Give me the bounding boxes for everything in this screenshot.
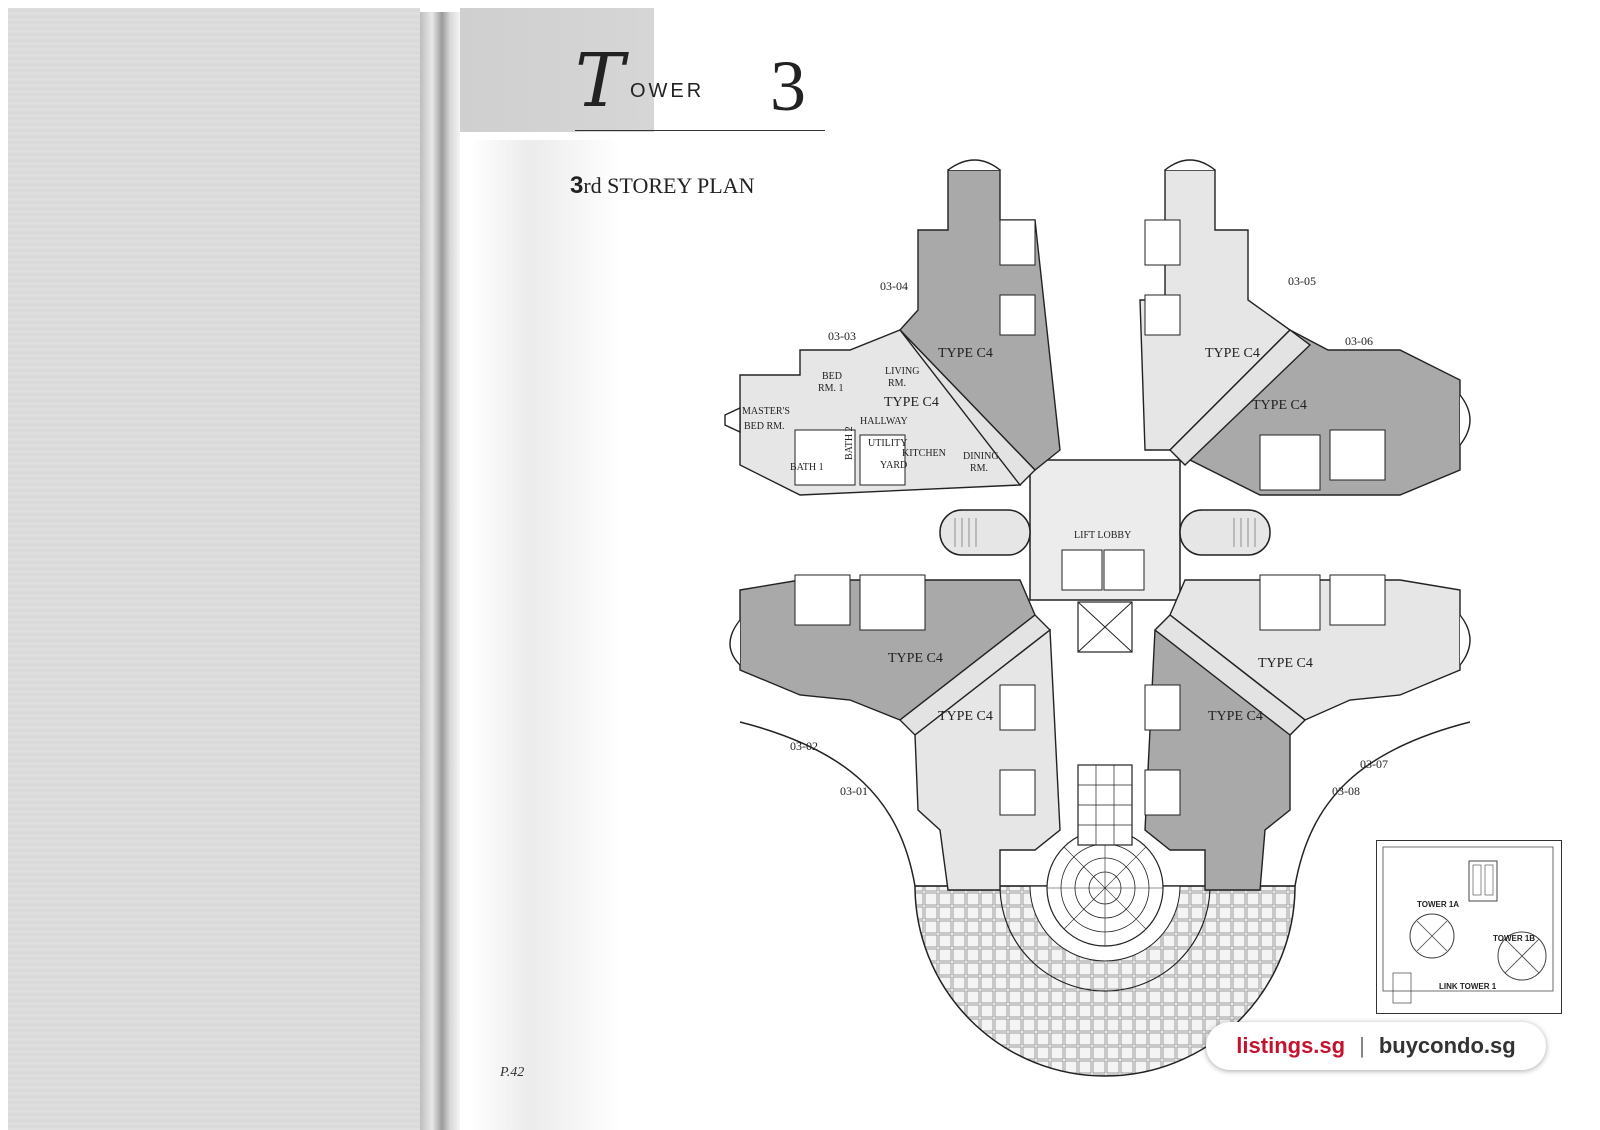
watermark-listings-link[interactable]: listings.sg (1236, 1033, 1346, 1058)
unit-number-03-06: 03-06 (1345, 334, 1373, 348)
unit-number-03-01: 03-01 (840, 784, 868, 798)
watermark-separator: | (1359, 1033, 1365, 1058)
unit-type-label: TYPE C4 (938, 709, 993, 724)
room-label-living: RM. (888, 378, 906, 389)
room-label-yard: YARD (880, 460, 907, 471)
key-plan-drawing: TOWER 1A TOWER 1B LINK TOWER 1 (1382, 846, 1554, 1004)
header-gray-band (460, 8, 654, 132)
plaza-arc-right (1294, 721, 1471, 887)
unit-number-03-07: 03-07 (1360, 757, 1388, 771)
page-title: T OWER 3 (575, 40, 825, 135)
room-label-bed1: RM. 1 (818, 383, 844, 394)
unit-wing-03-08 (1144, 614, 1307, 891)
floor-plan: LIFT LOBBY (724, 159, 1471, 1077)
storey-plan-subtitle: 3rd STOREY PLAN (570, 172, 754, 200)
title-word: OWER (630, 80, 705, 102)
unit-type-label: TYPE C4 (1258, 656, 1313, 671)
unit-type-label: TYPE C4 (1205, 346, 1260, 361)
watermark-badge: listings.sg | buycondo.sg (1206, 1022, 1546, 1070)
title-underline (575, 130, 825, 131)
room-label-dining: DINING (963, 451, 999, 462)
scan-shadow (470, 140, 620, 1130)
watermark-buycondo-link[interactable]: buycondo.sg (1378, 1033, 1516, 1058)
service-blocks (794, 219, 1386, 816)
unit-type-label: TYPE C4 (884, 395, 939, 410)
unit-number-03-04: 03-04 (880, 279, 908, 293)
lift-lobby-label: LIFT LOBBY (1074, 530, 1131, 541)
unit-type-label: TYPE C4 (1252, 398, 1307, 413)
room-label-living: LIVING (885, 366, 919, 377)
storey-number: 3 (570, 172, 584, 199)
room-label-master: MASTER'S (742, 406, 790, 417)
room-label-hallway: HALLWAY (860, 416, 908, 427)
left-blank-page (8, 8, 420, 1130)
unit-number-03-03: 03-03 (828, 329, 856, 343)
title-initial: T (575, 38, 625, 124)
room-label-bath2: BATH 2 (844, 426, 855, 460)
unit-wing-03-07 (1169, 579, 1471, 721)
book-spine (420, 12, 460, 1130)
key-label-link-tower-1: LINK TOWER 1 (1439, 982, 1497, 991)
central-rosette (1046, 829, 1164, 947)
unit-number-03-05: 03-05 (1288, 274, 1316, 288)
unit-number-03-02: 03-02 (790, 739, 818, 753)
room-label-utility: UTILITY (868, 438, 907, 449)
room-label-kitchen: KITCHEN (902, 448, 946, 459)
central-core (939, 459, 1271, 653)
entrance-walkway (1077, 764, 1133, 846)
room-label-dining: RM. (970, 463, 988, 474)
room-label-bath1: BATH 1 (790, 462, 824, 473)
key-plan-inset: TOWER 1A TOWER 1B LINK TOWER 1 (1376, 840, 1562, 1014)
room-label-bed1: BED (822, 371, 842, 382)
room-label-master: BED RM. (744, 421, 785, 432)
key-label-tower-1b: TOWER 1B (1493, 934, 1535, 943)
unit-type-label: TYPE C4 (1208, 709, 1263, 724)
tower-number: 3 (770, 46, 806, 126)
plaza-arc-left (739, 721, 916, 887)
unit-type-label: TYPE C4 (938, 346, 993, 361)
page-number: P.42 (500, 1065, 525, 1080)
unit-wing-03-06 (1168, 329, 1471, 496)
key-label-tower-1a: TOWER 1A (1417, 900, 1459, 909)
unit-number-03-08: 03-08 (1332, 784, 1360, 798)
unit-type-label: TYPE C4 (888, 651, 943, 666)
storey-label: rd STOREY PLAN (583, 173, 755, 198)
